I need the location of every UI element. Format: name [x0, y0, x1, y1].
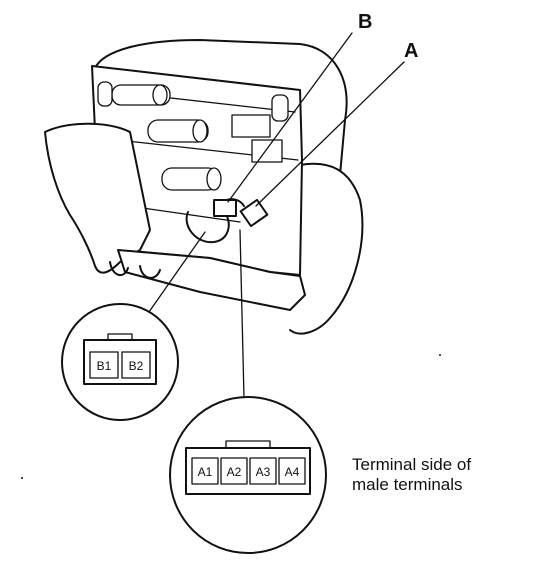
caption-line-2: male terminals — [352, 475, 463, 494]
pin-label-a4: A4 — [285, 465, 300, 479]
connector-b-cavity-1 — [89, 351, 119, 379]
leader-lines — [141, 32, 405, 399]
connector-a-detail: A1 A2 A3 A4 — [169, 396, 327, 554]
seat-motor-upper — [111, 84, 171, 106]
seat-illustration — [44, 39, 364, 335]
callout-a-letter: A — [404, 40, 418, 62]
seat-right-bolster — [289, 162, 364, 335]
leader-b — [227, 32, 353, 203]
connector-a-cavity-4 — [278, 457, 306, 485]
pin-label-a3: A3 — [256, 465, 271, 479]
connector-b-cavity-2 — [121, 351, 151, 379]
pin-label-a2: A2 — [227, 465, 242, 479]
connector-a-cavity-3 — [249, 457, 277, 485]
connector-b-body — [213, 199, 237, 217]
connector-a-cavity-2 — [220, 457, 248, 485]
pin-label-b2: B2 — [129, 359, 144, 373]
pin-label-a1: A1 — [198, 465, 213, 479]
seat-gearbox-left — [231, 114, 271, 138]
callout-b-letter: B — [358, 11, 372, 33]
pin-label-b1: B1 — [97, 359, 112, 373]
leader-to-a-detail — [239, 229, 245, 399]
terminal-side-caption: Terminal side of male terminals — [352, 455, 532, 495]
leader-a — [255, 61, 405, 207]
connector-a-body — [239, 198, 269, 228]
caption-line-1: Terminal side of — [352, 455, 472, 474]
leader-to-b-detail — [141, 231, 206, 323]
seat-cushion-front — [44, 122, 151, 274]
seat-motor-lower — [161, 167, 222, 191]
seat-gearbox-right — [251, 139, 283, 163]
connector-b-detail: B1 B2 — [61, 303, 179, 421]
connector-a-cavity-1 — [191, 457, 219, 485]
seat-motor-middle — [147, 119, 209, 143]
